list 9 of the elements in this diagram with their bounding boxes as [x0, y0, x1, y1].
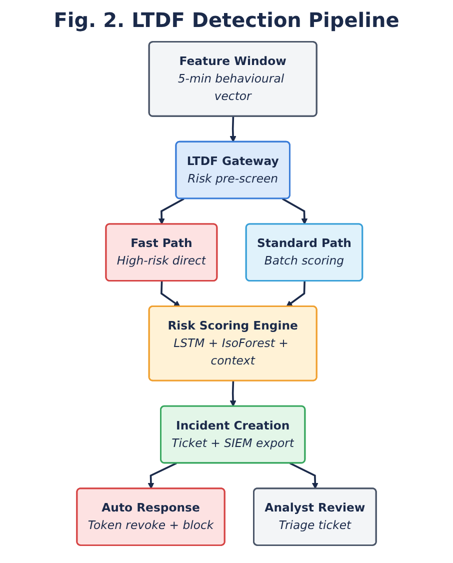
diagram-title: Fig. 2. LTDF Detection Pipeline	[52, 8, 400, 32]
arrow	[158, 198, 184, 225]
arrow	[286, 281, 306, 307]
arrow	[230, 116, 236, 142]
arrow	[160, 281, 180, 307]
arrow	[148, 462, 177, 489]
arrow	[282, 198, 308, 225]
arrow	[230, 380, 236, 407]
arrow	[289, 462, 318, 489]
